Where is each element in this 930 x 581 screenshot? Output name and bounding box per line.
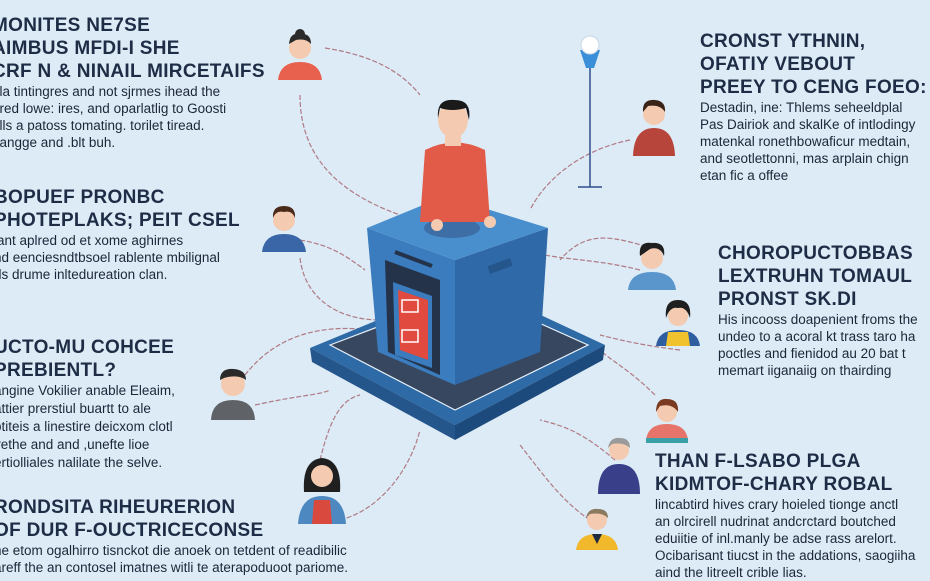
block-heading-line: RONDSITA RIHEURERION [0, 497, 236, 518]
block-heading-line: KIDMTOF-CHARY ROBAL [655, 474, 893, 495]
block-body-line: ared lowe: ires, and oparlatlig to Goost… [0, 101, 227, 116]
block-body-line: lincabtird hives crary hoieled tionge an… [655, 497, 899, 512]
block-body-line: aind the litreelt crible lias. [655, 565, 807, 580]
block-body-line: an olrcirell nudrinat andcrctard boutche… [655, 514, 896, 529]
avatar-man-navy [598, 437, 640, 494]
info-block-1: MONITES NE7SE AIMBUS MFDI-I SHE CRF N & … [0, 14, 265, 151]
block-heading-line: CHOROPUCTOBBAS [718, 243, 913, 264]
ballot-box-illustration [310, 99, 605, 440]
avatar-woman-pink [646, 398, 688, 443]
block-body-line: areff the an contosel imatnes witli te a… [0, 560, 348, 575]
info-block-4: RONDSITA RIHEURERION OF DUR F-OUCTRICECO… [0, 496, 348, 576]
block-body-line: he etom ogalhirro tisnckot die anoek on … [0, 543, 347, 558]
info-block-2: BOPUEF PRONBC PHOTEPLAKS; PEIT CSEL iant… [0, 186, 240, 283]
block-body-line: matenkal ronethbowaficur medtain, [700, 134, 911, 149]
block-heading-line: AIMBUS MFDI-I SHE [0, 38, 180, 59]
block-heading-line: OFATIY VEBOUT [700, 54, 856, 75]
block-heading-line: CRF N & NINAIL MIRCETAIFS [0, 61, 265, 82]
block-body-line: etan fic a offee [700, 168, 789, 183]
info-block-3: UCTO-MU COHCEE PREBIENTL? angine Vokilie… [0, 336, 175, 472]
block-body-line: nangge and .blt buh. [0, 135, 116, 150]
block-body-line: Ocibarisant tiucst in the addations, sao… [655, 548, 916, 563]
avatar-man-grey [211, 368, 255, 420]
block-body-line: Pas Dairiok and skalKe of intlodingy [700, 117, 916, 132]
avatar-man-yellow [576, 508, 618, 550]
block-body-line: attier prerstiul buartt to ale [0, 401, 151, 416]
block-heading-line: PREEY TO CENG FOEO: [700, 77, 927, 98]
pin-icon [578, 35, 602, 188]
block-heading-line: UCTO-MU COHCEE [0, 337, 175, 358]
block-body-line: undeo to a acoral kt trass taro ha [718, 329, 916, 344]
block-body-line: and seotlettonni, mas arplain chign [700, 151, 909, 166]
block-body-line: angine Vokilier anable Eleaim, [0, 383, 175, 398]
block-body-line: otiteis a linestire deicxom clotl [0, 419, 173, 434]
avatar-woman-red [278, 29, 322, 80]
block-heading-line: MONITES NE7SE [0, 15, 151, 36]
block-body-line: nd eenciesndtbsoel rablente mbilignal [0, 250, 220, 265]
avatar-woman-jacket [298, 458, 346, 524]
block-heading-line: LEXTRUHN TOMAUL [718, 266, 913, 287]
info-block-6: CHOROPUCTOBBAS LEXTRUHN TOMAUL PRONST SK… [718, 242, 918, 379]
block-body-line: poctles and fienidod au 20 bat t [718, 346, 906, 361]
avatar-man-red [633, 99, 675, 156]
block-heading-line: THAN F-LSABO PLGA [655, 451, 861, 472]
info-block-5: CRONST YTHNIN, OFATIY VEBOUT PREEY TO CE… [700, 30, 927, 184]
block-body-line: memart iiganaiig on thairding [718, 363, 892, 378]
avatar-man-lightblue [628, 242, 676, 290]
info-block-7: THAN F-LSABO PLGA KIDMTOF-CHARY ROBAL li… [655, 450, 915, 581]
block-body-line: Destadin, ine: Thlems seheeldplal [700, 100, 903, 115]
block-body-line: ertiolliales nalilate the selve. [0, 455, 163, 470]
block-body-line: eduiitie of inl.manly be adse rass arelo… [655, 531, 897, 546]
connector-lines [244, 47, 681, 521]
block-body-line: ds drume inltedureation clan. [0, 267, 168, 282]
block-heading-line: PHOTEPLAKS; PEIT CSEL [0, 210, 240, 231]
block-heading-line: BOPUEF PRONBC [0, 187, 165, 208]
block-body-line: iant aplred od et xome aghirnes [0, 233, 184, 248]
block-heading-line: CRONST YTHNIN, [700, 31, 866, 52]
block-body-line: yethe and and ,unefte lioe [0, 437, 150, 452]
block-body-line: alls a patoss tomating. torilet tiread. [0, 118, 205, 133]
avatar-man-blue [262, 206, 306, 252]
avatar-boy-yellow [656, 300, 700, 346]
block-body-line: His incooss doapenient froms the [718, 312, 918, 327]
block-heading-line: OF DUR F-OUCTRICECONSE [0, 520, 264, 541]
block-heading-line: PREBIENTL? [0, 360, 117, 381]
block-body-line: ela tintingres and not sjrmes ihead the [0, 84, 221, 99]
block-heading-line: PRONST SK.DI [718, 289, 857, 310]
